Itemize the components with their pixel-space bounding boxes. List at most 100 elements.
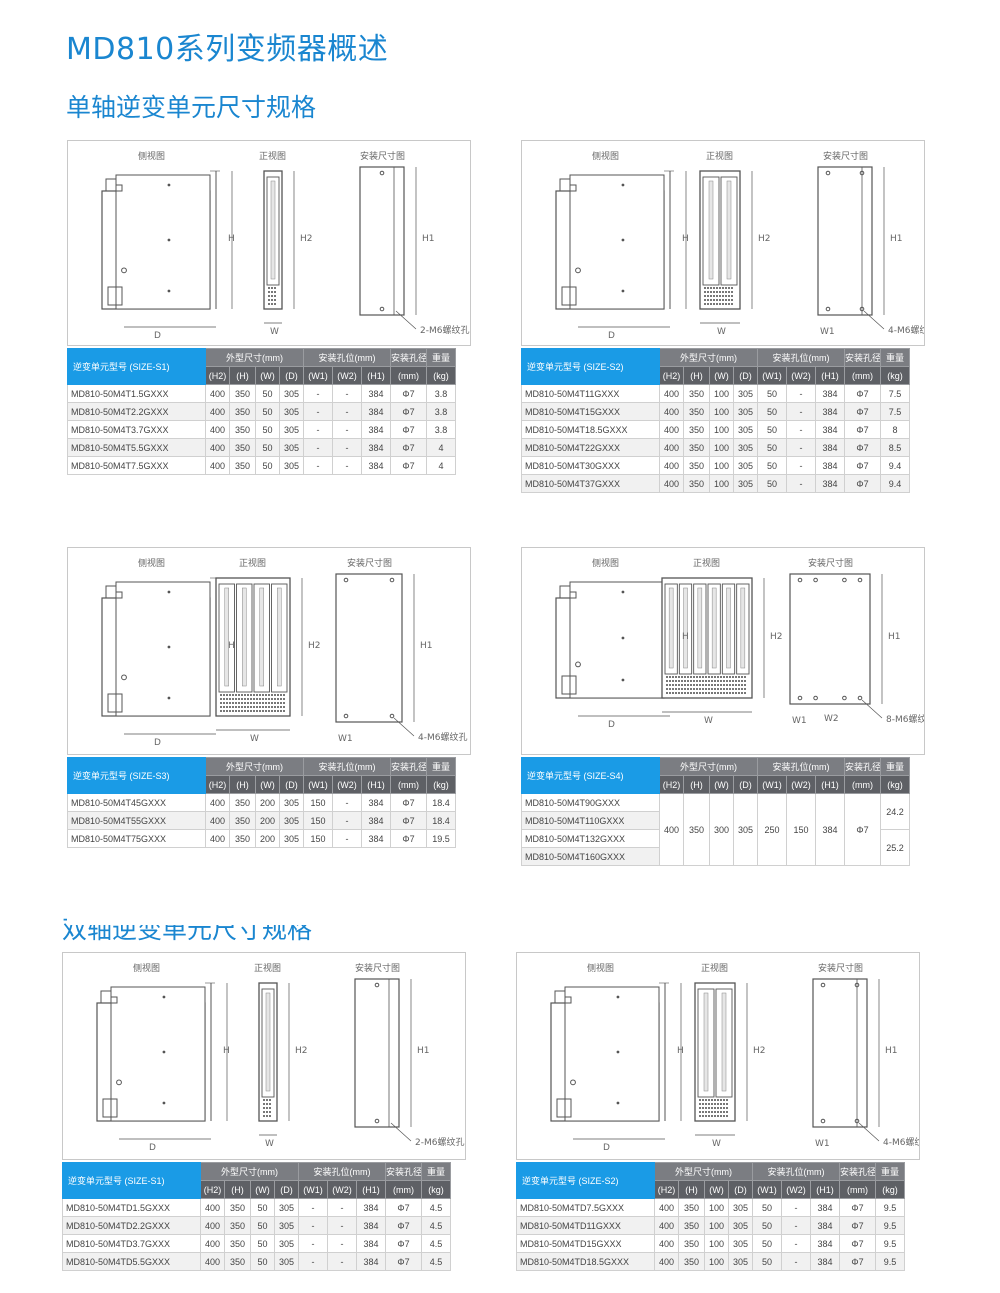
value-cell: 384 bbox=[814, 420, 846, 439]
value-cell: 305 bbox=[728, 1234, 753, 1253]
dim-h1-label: H1 bbox=[888, 632, 901, 642]
dim-d-label: D bbox=[154, 738, 161, 748]
subheader-sub_kg: (kg) bbox=[421, 1180, 452, 1199]
front-view-label: 正视图 bbox=[239, 559, 267, 569]
subheader-sub_W2: (W2) bbox=[327, 1180, 357, 1199]
value-cell: 400 bbox=[659, 474, 684, 493]
subheader-sub_D: (D) bbox=[274, 1180, 299, 1199]
value-cell: 400 bbox=[659, 402, 684, 421]
mount-hole-header: 安装孔位(mm) bbox=[756, 757, 846, 776]
value-cell: 50 bbox=[752, 1234, 782, 1253]
outer-dim-header: 外型尺寸(mm) bbox=[200, 1162, 299, 1181]
hole-note-label: 4-M6螺纹孔 bbox=[888, 326, 924, 336]
spec-table: 逆变单元型号 (SIZE-S1) 外型尺寸(mm) 安装孔位(mm) 安装孔径 … bbox=[62, 1162, 452, 1271]
model-cell: MD810-50M4T5.5GXXX bbox=[67, 438, 206, 457]
value-cell: 50 bbox=[752, 1216, 782, 1235]
value-cell: Φ7 bbox=[390, 793, 428, 812]
value-cell: - bbox=[781, 1216, 811, 1235]
hole-dia-header: 安装孔径 bbox=[385, 1162, 423, 1181]
value-cell: 400 bbox=[200, 1252, 225, 1271]
value-cell: 305 bbox=[274, 1198, 299, 1217]
value-cell: 400 bbox=[654, 1216, 679, 1235]
subheader-sub_H2: (H2) bbox=[659, 775, 684, 794]
value-cell: - bbox=[327, 1252, 357, 1271]
spec-table: 逆变单元型号 (SIZE-S1) 外型尺寸(mm) 安装孔位(mm) 安装孔径 … bbox=[67, 348, 457, 475]
dim-w1-label: W1 bbox=[820, 327, 835, 337]
hole-dia-header: 安装孔径 bbox=[844, 757, 882, 776]
dim-h-label: H bbox=[228, 234, 235, 244]
subheader-sub_W: (W) bbox=[709, 366, 734, 385]
subheader-sub_H: (H) bbox=[683, 366, 710, 385]
value-cell: 100 bbox=[709, 456, 734, 475]
weight-header: 重量 bbox=[880, 757, 911, 776]
value-cell: - bbox=[332, 793, 362, 812]
subheader-sub_H1: (H1) bbox=[814, 775, 846, 794]
value-cell: - bbox=[786, 438, 816, 457]
side-view-label: 侧视图 bbox=[138, 152, 166, 162]
weight-header: 重量 bbox=[880, 348, 911, 367]
dimension-drawing bbox=[555, 573, 883, 719]
install-view-label: 安装尺寸图 bbox=[818, 964, 864, 974]
subheader-sub_W2: (W2) bbox=[786, 775, 816, 794]
model-cell: MD810-50M4TD3.7GXXX bbox=[62, 1234, 201, 1253]
subheader-sub_W: (W) bbox=[250, 1180, 275, 1199]
mount-hole-header: 安装孔位(mm) bbox=[751, 1162, 841, 1181]
hole-note-label: 8-M6螺纹孔 bbox=[886, 715, 924, 725]
value-cell: 350 bbox=[229, 420, 256, 439]
value-cell: 100 bbox=[709, 402, 734, 421]
value-cell: Φ7 bbox=[390, 456, 428, 475]
value-cell: 305 bbox=[279, 384, 304, 403]
value-cell: 8 bbox=[880, 420, 911, 439]
value-cell: - bbox=[781, 1234, 811, 1253]
value-cell: 384 bbox=[360, 456, 392, 475]
value-cell: 384 bbox=[809, 1234, 841, 1253]
subheader-sub_D: (D) bbox=[733, 366, 758, 385]
subheader-sub_H2: (H2) bbox=[205, 366, 230, 385]
value-cell: 384 bbox=[360, 811, 392, 830]
value-cell: Φ7 bbox=[390, 420, 428, 439]
value-cell: 350 bbox=[683, 793, 710, 866]
subheader-sub_H2: (H2) bbox=[659, 366, 684, 385]
value-cell: 300 bbox=[709, 793, 734, 866]
spec-table: 逆变单元型号 (SIZE-S3) 外型尺寸(mm) 安装孔位(mm) 安装孔径 … bbox=[67, 757, 457, 848]
value-cell: - bbox=[332, 402, 362, 421]
weight-header: 重量 bbox=[421, 1162, 452, 1181]
hole-dia-header: 安装孔径 bbox=[839, 1162, 877, 1181]
value-cell: 8.5 bbox=[880, 438, 911, 457]
install-view-label: 安装尺寸图 bbox=[355, 964, 401, 974]
value-cell: 350 bbox=[229, 438, 256, 457]
model-cell: MD810-50M4T160GXXX bbox=[521, 847, 660, 866]
value-cell: 305 bbox=[728, 1252, 753, 1271]
value-cell: 350 bbox=[678, 1216, 705, 1235]
dim-w1-label: W1 bbox=[815, 1139, 830, 1149]
value-cell: - bbox=[781, 1252, 811, 1271]
subheader-sub_mm: (mm) bbox=[390, 775, 428, 794]
dim-d-label: D bbox=[149, 1143, 156, 1153]
value-cell: 9.5 bbox=[875, 1216, 906, 1235]
dim-w2-label: W2 bbox=[824, 714, 839, 724]
dim-w-label: W bbox=[265, 1139, 274, 1149]
value-cell: 350 bbox=[229, 811, 256, 830]
dim-w-label: W bbox=[712, 1139, 721, 1149]
model-header: 逆变单元型号 (SIZE-S3) bbox=[67, 757, 206, 794]
dimension-drawing bbox=[555, 166, 885, 330]
subheader-sub_D: (D) bbox=[728, 1180, 753, 1199]
value-cell: - bbox=[332, 384, 362, 403]
model-cell: MD810-50M4T30GXXX bbox=[521, 456, 660, 475]
value-cell: 384 bbox=[355, 1252, 387, 1271]
spec-table: 逆变单元型号 (SIZE-S2) 外型尺寸(mm) 安装孔位(mm) 安装孔径 … bbox=[516, 1162, 906, 1271]
hole-note-label: 2-M6螺纹孔 bbox=[420, 326, 470, 336]
value-cell: 7.5 bbox=[880, 402, 911, 421]
value-cell: 384 bbox=[814, 402, 846, 421]
subheader-sub_mm: (mm) bbox=[390, 366, 428, 385]
subheader-sub_W: (W) bbox=[704, 1180, 729, 1199]
